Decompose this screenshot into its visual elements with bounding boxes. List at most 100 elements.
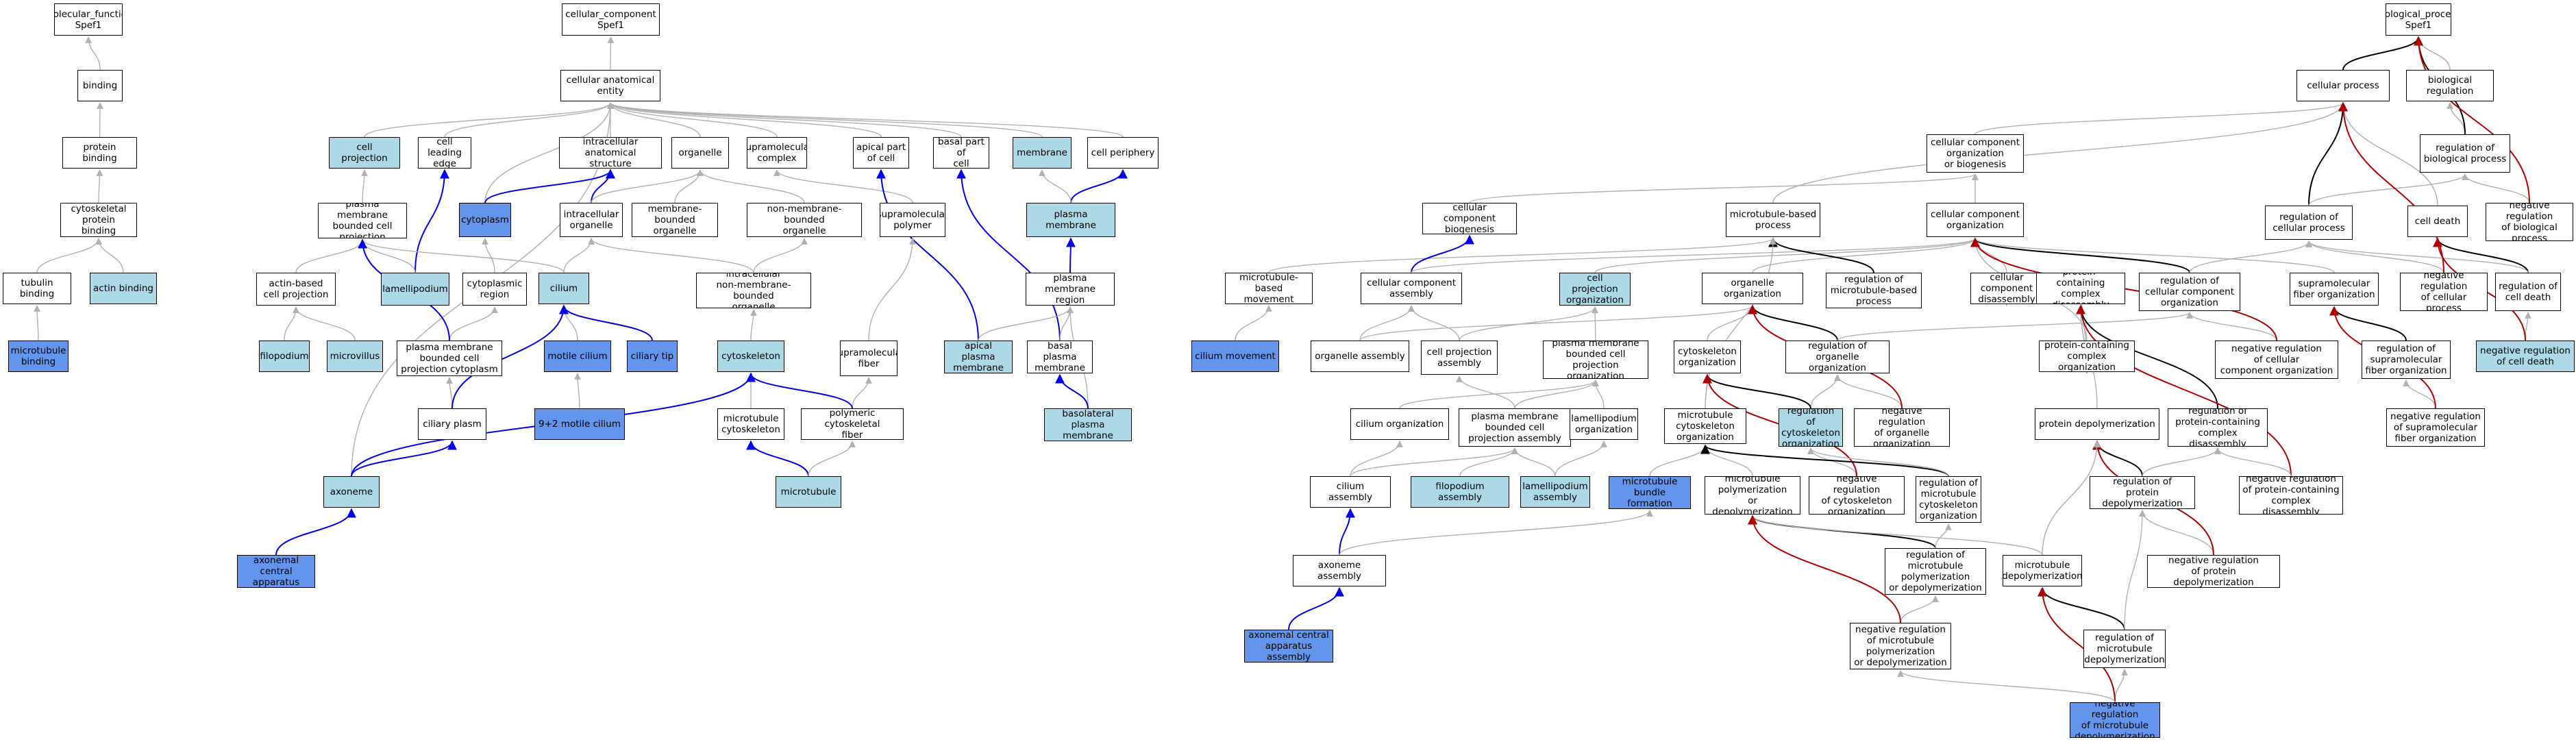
node-reg-bp[interactable]: regulation of biological process — [2420, 134, 2510, 173]
node-neg-reg-prot-depoly[interactable]: negative regulation of protein depolymer… — [2147, 555, 2280, 588]
node-organelle[interactable]: organelle — [671, 137, 729, 169]
node-ciliary-plasm[interactable]: ciliary plasm — [418, 408, 486, 440]
node-mt-bind[interactable]: microtubule binding — [8, 341, 69, 372]
node-axo-central-asm[interactable]: axonemal central apparatus assembly — [1244, 630, 1333, 663]
node-prot-depoly[interactable]: protein depolymerization — [2035, 408, 2159, 440]
node-filo-asm[interactable]: filopodium assembly — [1411, 476, 1509, 508]
node-reg-pccd[interactable]: regulation of protein-containing complex… — [2168, 408, 2268, 447]
node-neg-reg-mt-poly-depoly[interactable]: negative regulation of microtubule polym… — [1850, 623, 1951, 669]
node-cpo[interactable]: cell projection organization — [1559, 273, 1631, 306]
node-cytoplasm[interactable]: cytoplasm — [459, 203, 511, 237]
node-cc[interactable]: cellular_component Spef1 — [562, 3, 660, 36]
node-axoneme[interactable]: axoneme — [323, 476, 380, 508]
node-cytoskel-org[interactable]: cytoskeleton organization — [1674, 341, 1741, 373]
node-neg-reg-cp[interactable]: negative regulation of cellular process — [2400, 273, 2488, 311]
node-motile-92[interactable]: 9+2 motile cilium — [534, 408, 625, 440]
node-smfo[interactable]: supramolecular fiber organization — [2290, 273, 2379, 306]
node-mbo[interactable]: membrane-bounded organelle — [632, 203, 718, 237]
node-lamellipodium[interactable]: lamellipodium — [381, 273, 449, 306]
node-reg-org-org[interactable]: regulation of organelle organization — [1785, 341, 1890, 373]
node-cell-death[interactable]: cell death — [2407, 206, 2468, 237]
node-microtubule[interactable]: microtubule — [776, 476, 841, 508]
node-smf[interactable]: supramolecular fiber — [840, 341, 897, 376]
node-reg-smfo[interactable]: regulation of supramolecular fiber organ… — [2362, 341, 2451, 379]
node-ciliary-tip[interactable]: ciliary tip — [627, 341, 678, 372]
node-cil-org[interactable]: cilium organization — [1350, 408, 1449, 440]
node-membrane[interactable]: membrane — [1013, 137, 1072, 169]
node-reg-cp[interactable]: regulation of cellular process — [2265, 206, 2353, 240]
node-reg-mbp[interactable]: regulation of microtubule-based process — [1826, 273, 1922, 308]
node-neg-reg-mt-depoly[interactable]: negative regulation of microtubule depol… — [2070, 702, 2160, 738]
node-ccd[interactable]: cellular component disassembly — [1970, 273, 2043, 304]
node-mt-poly-depoly[interactable]: microtubule polymerization or depolymeri… — [1705, 476, 1800, 515]
node-neg-reg-cytoskel-org[interactable]: negative regulation of cytoskeleton orga… — [1809, 476, 1905, 515]
node-tub-bind[interactable]: tubulin binding — [3, 273, 71, 304]
node-cco[interactable]: cellular component organization — [1927, 203, 2024, 237]
node-cil-mov[interactable]: cilium movement — [1191, 341, 1279, 372]
node-neg-reg-smfo[interactable]: negative regulation of supramolecular fi… — [2386, 408, 2485, 447]
node-neg-reg-pccd[interactable]: negative regulation of protein-containin… — [2239, 476, 2343, 515]
node-pcco[interactable]: protein-containing complex organization — [2039, 341, 2135, 372]
node-cyto-prot-bind[interactable]: cytoskeletal protein binding — [60, 203, 137, 237]
node-reg-mt-depoly[interactable]: regulation of microtubule depolymerizati… — [2083, 630, 2166, 668]
node-mt-depoly[interactable]: microtubule depolymerization — [2003, 555, 2082, 586]
node-pmbcp[interactable]: plasma membrane bounded cell projection — [318, 203, 407, 238]
node-cyto-region[interactable]: cytoplasmic region — [462, 273, 527, 306]
node-cell-proj[interactable]: cell projection — [329, 137, 400, 169]
node-basolat-pm[interactable]: basolateral plasma membrane — [1044, 408, 1132, 441]
node-ccb[interactable]: cellular component biogenesis — [1422, 203, 1517, 234]
node-reg-mt-cytoskel-org[interactable]: regulation of microtubule cytoskeleton o… — [1916, 476, 1981, 523]
node-cilium[interactable]: cilium — [538, 273, 589, 304]
node-basal-part[interactable]: basal part of cell — [933, 137, 989, 169]
node-mt-cytoskel-org[interactable]: microtubule cytoskeleton organization — [1664, 408, 1746, 444]
node-actin-bind[interactable]: actin binding — [90, 273, 157, 304]
node-cil-asm[interactable]: cilium assembly — [1310, 476, 1391, 508]
node-ias[interactable]: intracellular anatomical structure — [559, 137, 662, 169]
node-pm-region[interactable]: plasma membrane region — [1026, 273, 1115, 306]
node-cae[interactable]: cellular anatomical entity — [560, 70, 660, 101]
node-pmbcpo[interactable]: plasma membrane bounded cell projection … — [1543, 341, 1648, 379]
node-mt-cytoskel[interactable]: microtubule cytoskeleton — [717, 408, 784, 440]
node-reg-prot-depoly[interactable]: regulation of protein depolymerization — [2090, 476, 2195, 509]
node-basal-pm[interactable]: basal plasma membrane — [1027, 341, 1093, 373]
node-mbm[interactable]: microtubule-based movement — [1225, 273, 1313, 304]
node-org-asm[interactable]: organelle assembly — [1311, 341, 1409, 372]
node-reg-cytoskel-org[interactable]: regulation of cytoskeleton organization — [1779, 408, 1843, 447]
node-smp[interactable]: supramolecular polymer — [880, 203, 945, 237]
node-filopodium[interactable]: filopodium — [259, 341, 310, 372]
node-neg-reg-cco[interactable]: negative regulation of cellular componen… — [2215, 341, 2338, 379]
node-motile-cil[interactable]: motile cilium — [544, 341, 611, 372]
node-mf[interactable]: molecular_function Spef1 — [54, 3, 123, 36]
node-reg-mt-poly-depoly[interactable]: regulation of microtubule polymerization… — [1885, 548, 1986, 595]
node-ic-org[interactable]: intracellular organelle — [560, 203, 623, 237]
node-apical-pm[interactable]: apical plasma membrane — [944, 341, 1013, 373]
node-cell-periph[interactable]: cell periphery — [1087, 137, 1159, 169]
node-bp[interactable]: biological_process Spef1 — [2386, 3, 2451, 36]
node-lam-asm[interactable]: lamellipodium assembly — [1520, 476, 1590, 508]
node-ccob[interactable]: cellular component organization or bioge… — [1927, 134, 2024, 173]
node-apical-part[interactable]: apical part of cell — [853, 137, 909, 169]
node-org-org[interactable]: organelle organization — [1702, 273, 1803, 304]
node-cell-process[interactable]: cellular process — [2296, 70, 2390, 101]
node-pmbcpa[interactable]: plasma membrane bounded cell projection … — [1459, 408, 1571, 447]
node-pccd[interactable]: protein-containing complex disassembly — [2036, 273, 2125, 304]
node-pm[interactable]: plasma membrane — [1026, 203, 1115, 237]
node-cpa[interactable]: cell projection assembly — [1421, 341, 1498, 375]
node-neg-reg-bp[interactable]: negative regulation of biological proces… — [2486, 203, 2573, 241]
node-cle[interactable]: cell leading edge — [418, 137, 471, 169]
node-reg-cell-death[interactable]: regulation of cell death — [2495, 273, 2561, 311]
node-icnmbo[interactable]: intracellular non-membrane-bounded organ… — [696, 273, 811, 308]
node-binding[interactable]: binding — [77, 70, 123, 101]
node-neg-reg-org-org[interactable]: negative regulation of organelle organiz… — [1854, 408, 1950, 447]
node-microvillus[interactable]: microvillus — [327, 341, 383, 372]
node-mbp[interactable]: microtubule-based process — [1726, 203, 1820, 237]
node-reg-cco[interactable]: regulation of cellular component organiz… — [2139, 273, 2240, 311]
node-axo-central[interactable]: axonemal central apparatus — [237, 555, 315, 588]
node-neg-reg-cd[interactable]: negative regulation of cell death — [2476, 341, 2575, 372]
node-lam-org[interactable]: lamellipodium organization — [1570, 408, 1638, 440]
node-cytoskeleton[interactable]: cytoskeleton — [717, 341, 784, 372]
node-bio-reg[interactable]: biological regulation — [2406, 70, 2494, 101]
node-nmbo[interactable]: non-membrane-bounded organelle — [747, 203, 862, 237]
node-pmbcpc[interactable]: plasma membrane bounded cell projection … — [397, 341, 502, 376]
node-axo-asm[interactable]: axoneme assembly — [1293, 555, 1386, 586]
